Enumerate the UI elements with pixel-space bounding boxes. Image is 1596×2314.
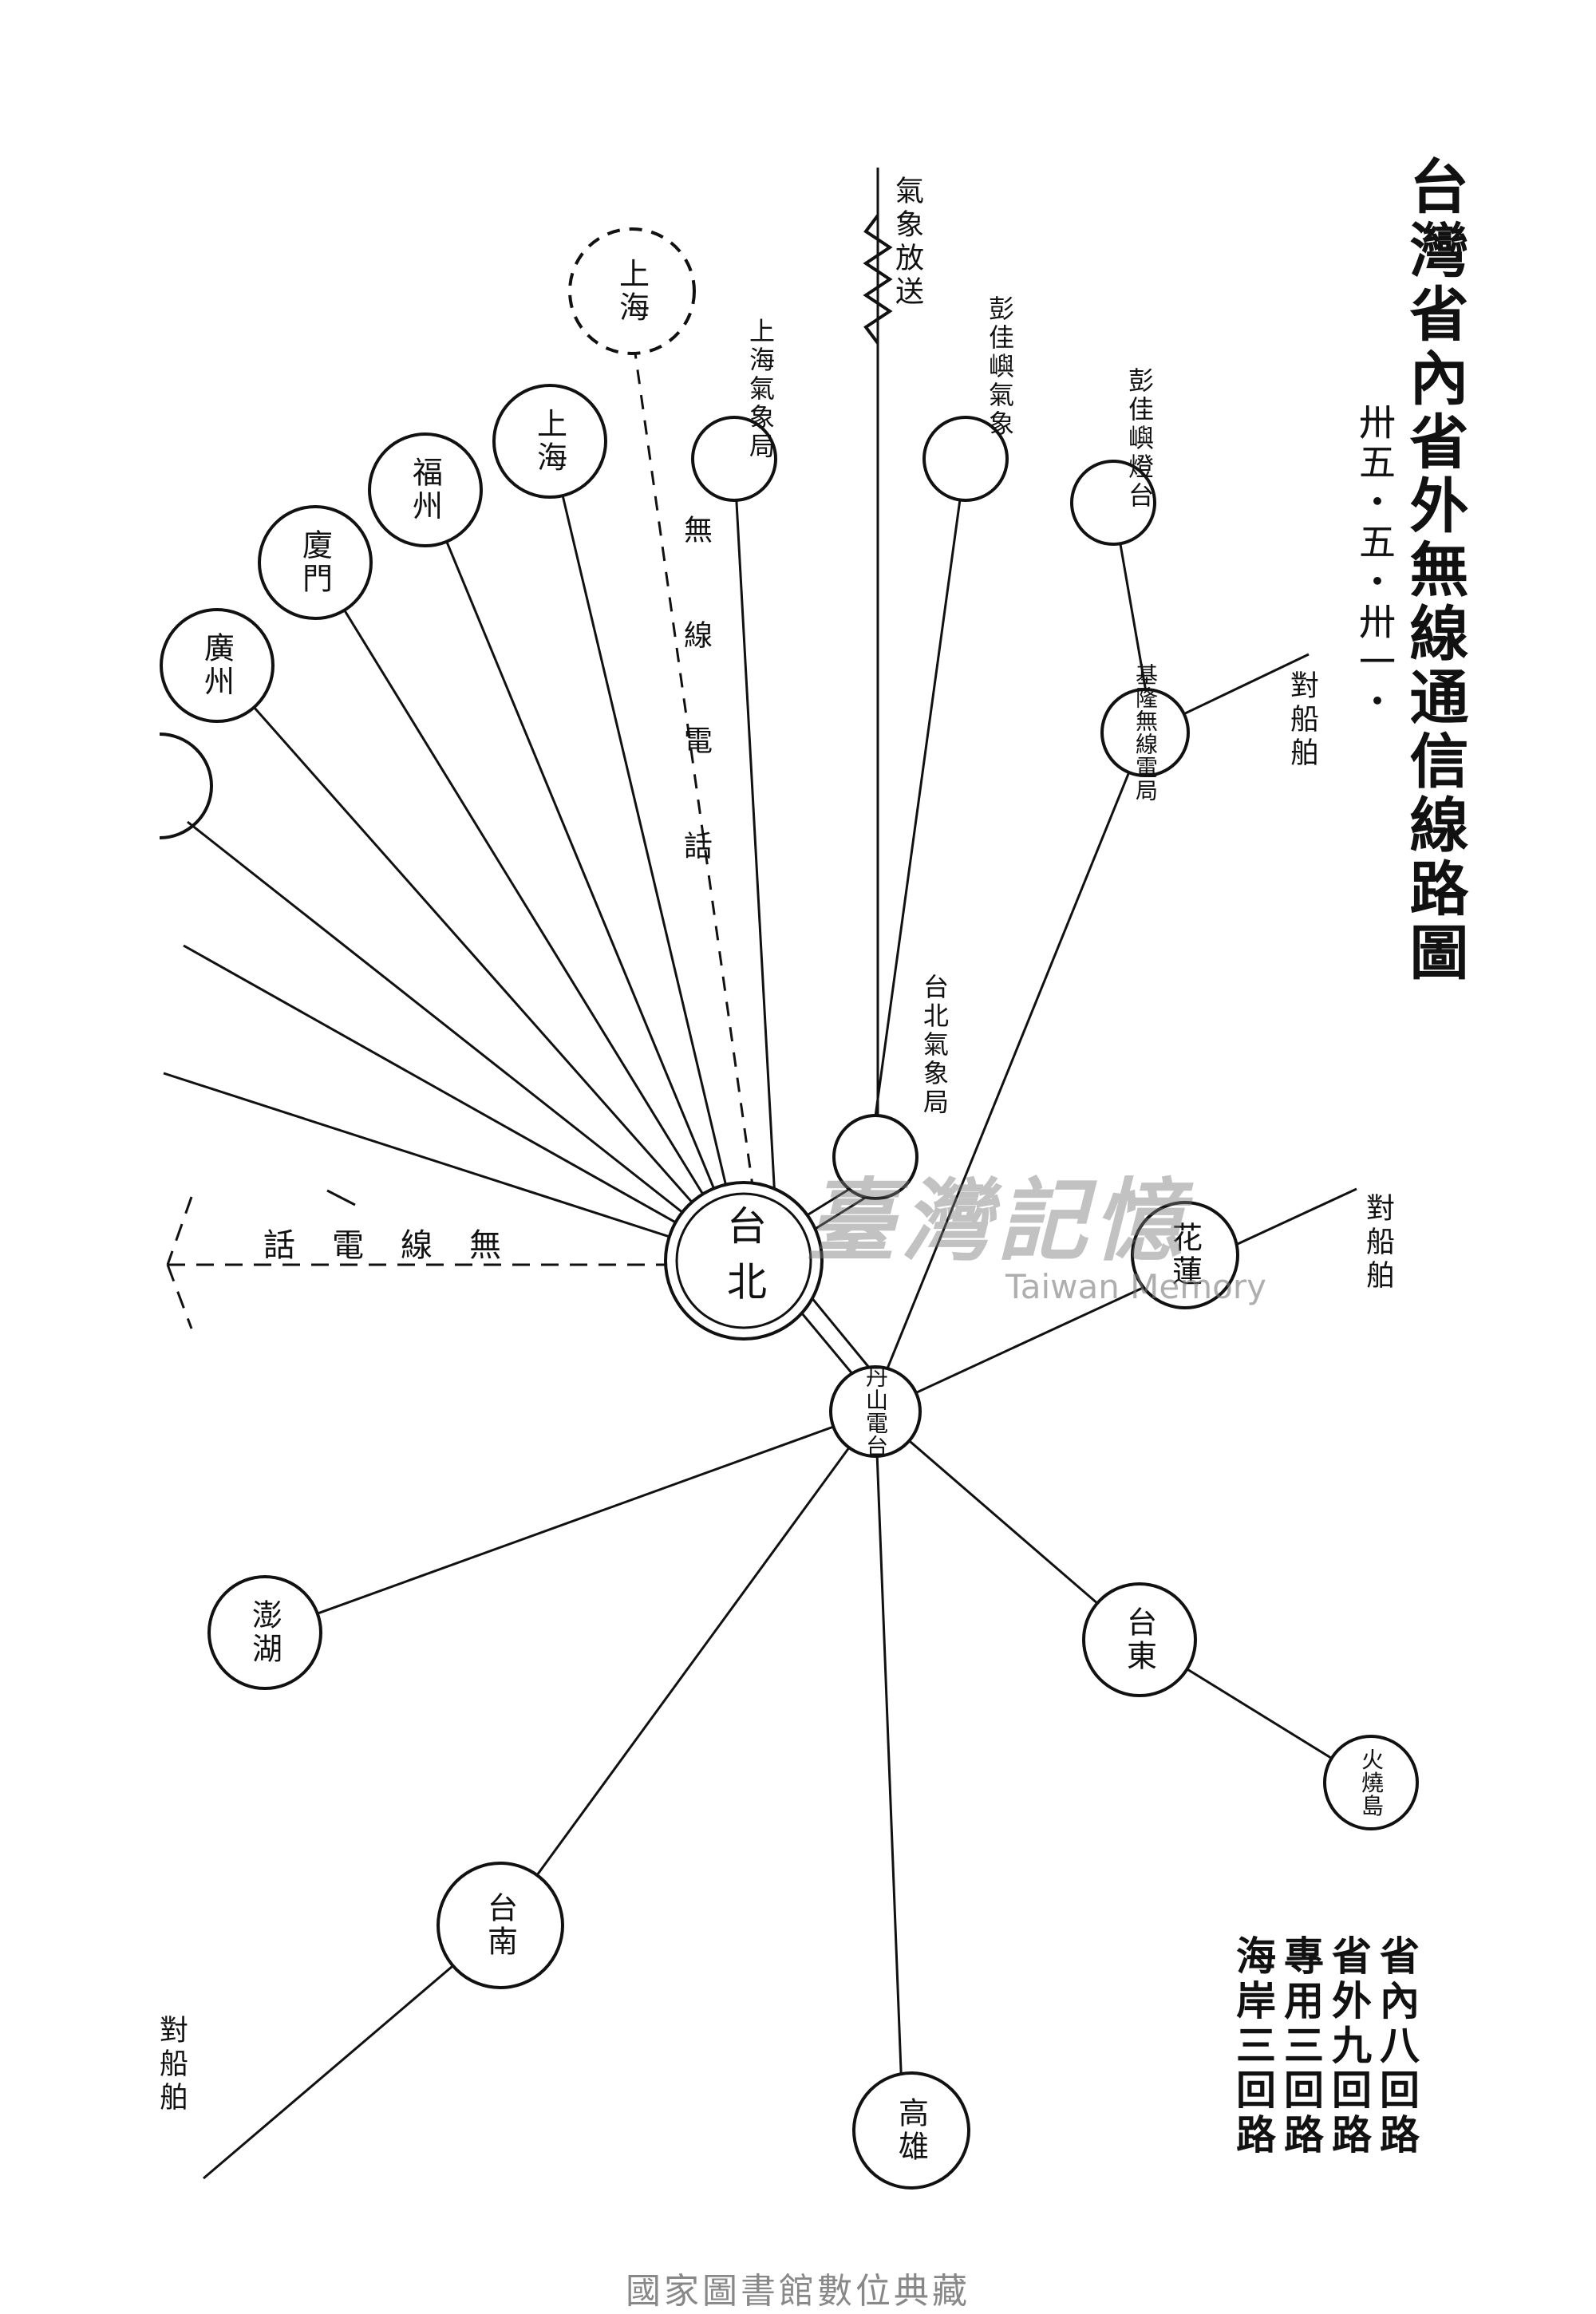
link-radiotelephone-end-b [166, 1264, 193, 1329]
link-danshan-kaohsiung [874, 1411, 903, 2091]
label-pengjia-met: 彭佳嶼氣象 [985, 295, 1015, 439]
node-label-taipei: 台北 [721, 1205, 767, 1317]
node-label-shanghai-dashed: 上海 [614, 258, 650, 325]
link-shanghai-radiotelephone [629, 318, 756, 1198]
node-label-xiamen: 廈門 [297, 529, 333, 596]
annotation-weather-broadcast: 氣象放送 [891, 176, 923, 310]
node-label-hualien: 花蓮 [1167, 1222, 1203, 1289]
node-label-penghu: 澎湖 [247, 1599, 282, 1666]
diagram-title: 台灣省內省外無線通信線路圖 [1400, 156, 1468, 985]
link-pengjia-met [868, 458, 967, 1158]
node-fuzhou [368, 432, 483, 547]
label-pengjia-light: 彭佳嶼燈台 [1124, 367, 1155, 511]
node-danshan [829, 1365, 922, 1458]
node-pengjia-met [922, 416, 1009, 502]
legend-line-2: 省外九回路 [1325, 1935, 1373, 2158]
node-taitung [1082, 1582, 1197, 1697]
node-hualien [1131, 1201, 1239, 1309]
link-taipei-danshan-b [809, 1296, 871, 1369]
node-label-danshan: 丹山電台 [863, 1365, 889, 1458]
annotation-radiotelephone-horizontal: 無線電話 [263, 1227, 538, 1264]
annotation-radiotelephone-vertical: 無線電話 [679, 515, 712, 936]
node-pengjia-light [1070, 460, 1156, 546]
node-label-kaohsiung: 高雄 [893, 2097, 929, 2164]
node-xiamen [258, 505, 373, 620]
link-tainan-ship [203, 1924, 501, 2180]
node-taipei-met [832, 1114, 918, 1200]
node-shanghai [492, 384, 607, 499]
node-penghu [207, 1575, 322, 1690]
node-shanghai-dashed [568, 227, 696, 355]
diagram-date: 卅五・五・卅一・ [1353, 403, 1396, 722]
link-partial-b [163, 1072, 745, 1262]
annotation-ship-keelung: 對船舶 [1286, 670, 1318, 771]
node-label-guangzhou: 廣州 [199, 632, 235, 699]
node-guangzhou [160, 608, 275, 723]
link-taipei-danshan-a [796, 1308, 859, 1381]
link-keelung-danshan [884, 732, 1147, 1373]
link-danshan-tainan [499, 1411, 877, 1926]
node-label-huoshao: 火燒島 [1358, 1747, 1385, 1818]
link-fuzhou [424, 489, 745, 1262]
node-keelung [1100, 688, 1190, 777]
node-label-taitung: 台東 [1121, 1606, 1157, 1673]
link-danshan-hualien-ship [875, 1187, 1357, 1413]
link-partial-c [183, 944, 745, 1262]
node-taipei-inner [675, 1192, 812, 1329]
link-radiotelephone-end [166, 1196, 193, 1266]
node-label-tainan: 台南 [482, 1892, 518, 1959]
node-shanghai-met [691, 416, 777, 502]
node-kaohsiung [852, 2071, 970, 2190]
link-shanghai-met [733, 458, 777, 1214]
link-danshan-taitung [875, 1410, 1140, 1641]
link-partial-a [326, 1189, 356, 1206]
node-label-keelung: 基隆無線電局 [1132, 663, 1159, 802]
weather-broadcast-zigzag [863, 214, 893, 345]
link-danshan-penghu [264, 1410, 876, 1634]
link-guangzhou [215, 665, 745, 1262]
legend-line-1: 省內八回路 [1373, 1935, 1420, 2158]
label-shanghai-met: 上海氣象局 [745, 318, 776, 461]
link-xiamen [314, 562, 745, 1262]
footer-credit: 國家圖書館數位典藏 [626, 2271, 970, 2312]
legend-line-4: 海岸三回路 [1230, 1935, 1277, 2158]
node-tainan [437, 1862, 564, 1989]
annotation-ship-tainan: 對船舶 [155, 2015, 188, 2115]
node-label-shanghai: 上海 [531, 408, 567, 475]
annotation-ship-hualien: 對船舶 [1361, 1193, 1394, 1293]
node-partial-left [159, 733, 213, 839]
label-taipei-met: 台北氣象局 [919, 973, 950, 1117]
link-partial-d [187, 820, 745, 1262]
node-huoshao [1323, 1735, 1419, 1830]
node-label-fuzhou: 福州 [407, 456, 443, 523]
link-shanghai [548, 440, 745, 1262]
legend-line-3: 專用三回路 [1278, 1935, 1325, 2158]
